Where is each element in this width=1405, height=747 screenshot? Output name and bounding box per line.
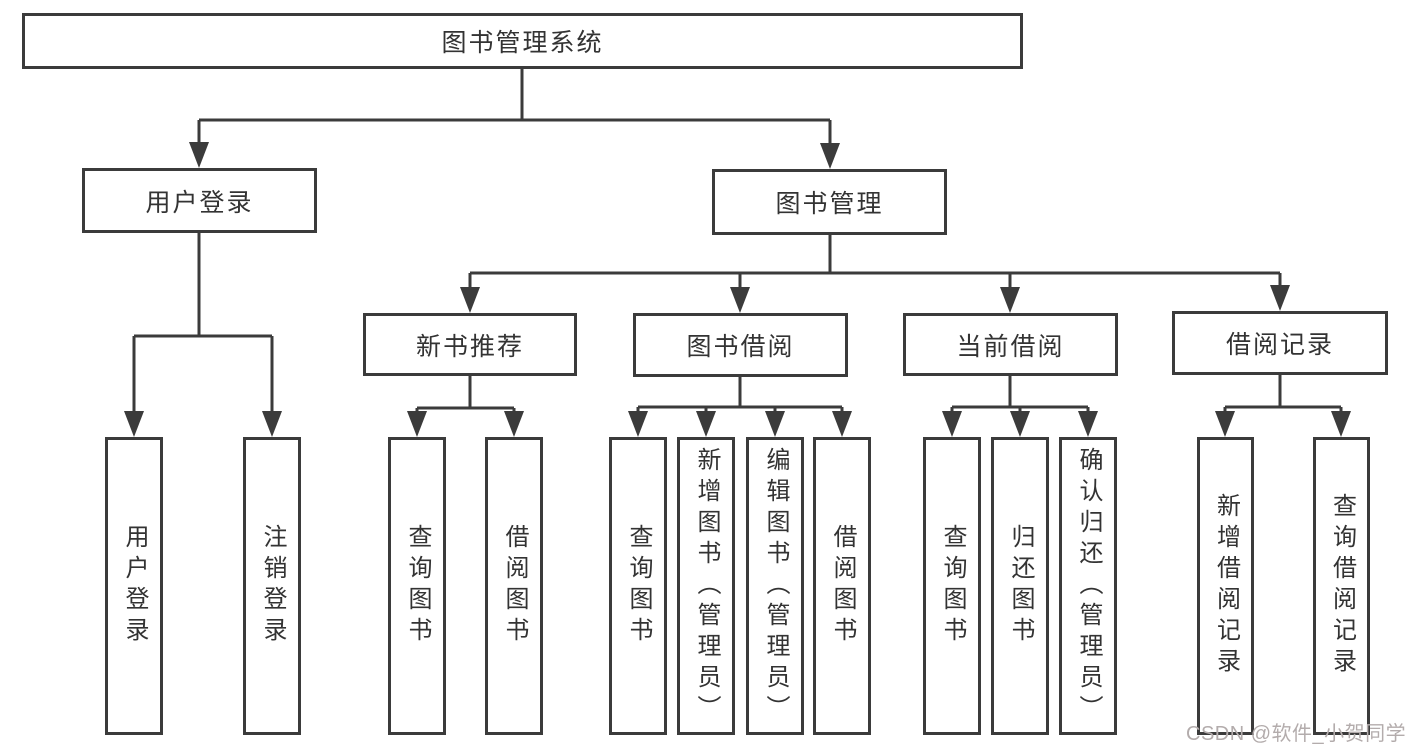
node-book-management: 图书管理 [712, 169, 947, 235]
leaf-query-books-current: 查询图书 [923, 437, 981, 735]
leaf-confirm-return-admin: 确认归还（管理员） [1059, 437, 1117, 735]
node-new-book-recommend: 新书推荐 [363, 313, 577, 376]
leaf-query-borrow-record: 查询借阅记录 [1313, 437, 1370, 735]
leaf-query-books-recommend: 查询图书 [388, 437, 446, 735]
leaf-user-login: 用户登录 [105, 437, 163, 735]
leaf-add-borrow-record: 新增借阅记录 [1197, 437, 1254, 735]
leaf-return-books: 归还图书 [991, 437, 1049, 735]
arrowheads [124, 142, 1351, 437]
leaf-logout: 注销登录 [243, 437, 301, 735]
node-user-login: 用户登录 [82, 168, 317, 233]
node-root: 图书管理系统 [22, 13, 1023, 69]
node-book-borrowing: 图书借阅 [633, 313, 848, 377]
leaf-borrow-books-recommend: 借阅图书 [485, 437, 543, 735]
leaf-add-book-admin: 新增图书（管理员） [677, 437, 735, 735]
leaf-borrow-books-borrowing: 借阅图书 [813, 437, 871, 735]
node-current-borrowing: 当前借阅 [903, 313, 1118, 376]
leaf-query-books-borrowing: 查询图书 [609, 437, 667, 735]
watermark-text: CSDN @软件_小贺同学 [1186, 723, 1405, 745]
leaf-edit-book-admin: 编辑图书（管理员） [746, 437, 804, 735]
node-borrowing-records: 借阅记录 [1172, 311, 1388, 375]
